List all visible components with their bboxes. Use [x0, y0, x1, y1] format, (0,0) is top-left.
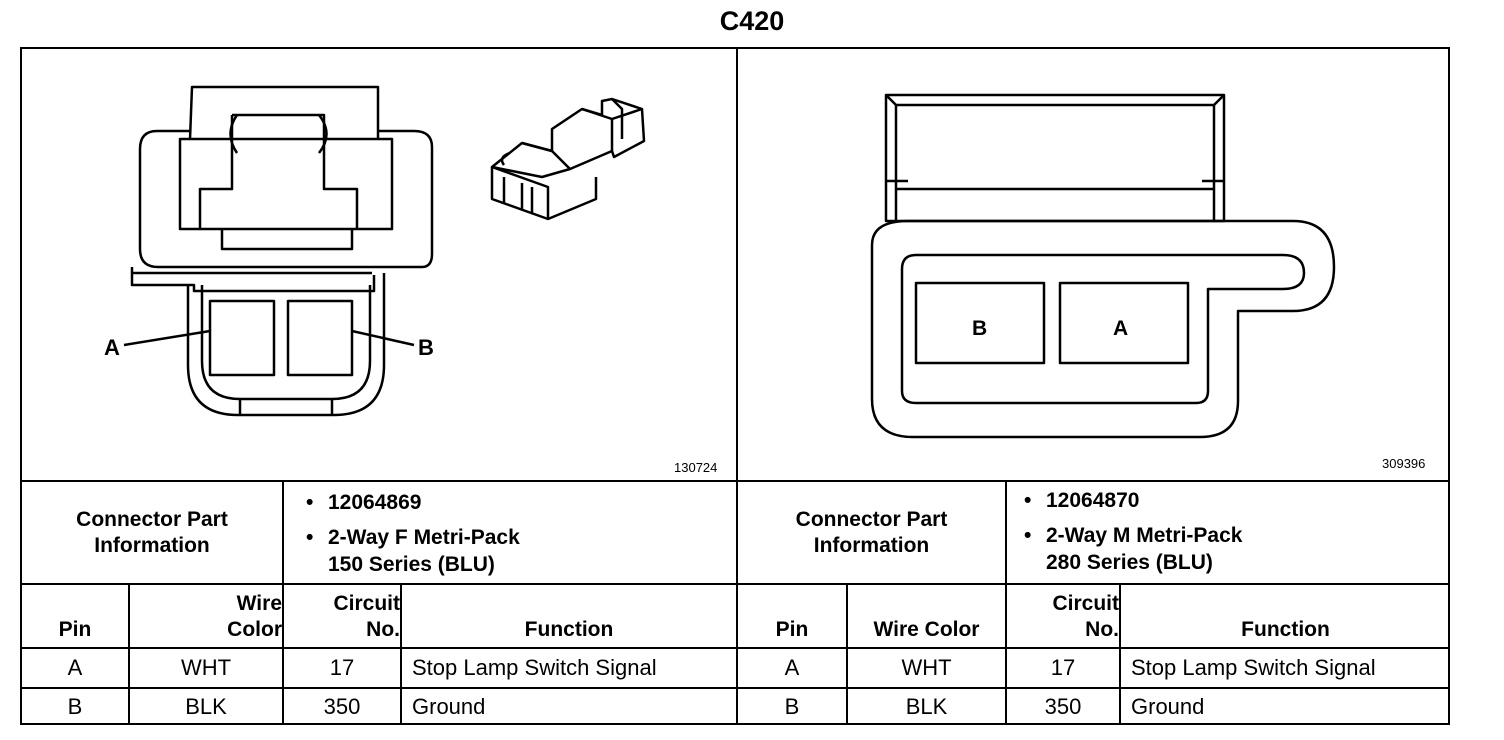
col-header-pin: Pin: [775, 618, 809, 641]
part-number: 12064870: [1022, 487, 1242, 514]
col-header-circuit: Circuit No.: [1007, 585, 1119, 647]
connector-part-info-label: Connector Part Information: [738, 482, 1005, 583]
header-line: Circuit: [333, 592, 400, 615]
header-line: No.: [1085, 618, 1119, 641]
cell-wire-color: WHT: [901, 655, 952, 680]
col-header-function: Function: [524, 618, 614, 641]
connector-title: C420: [719, 6, 785, 36]
cell-circuit: 350: [323, 694, 361, 719]
cell-function: Stop Lamp Switch Signal: [412, 655, 657, 680]
cell-wire-color: WHT: [180, 655, 232, 680]
connector-3d-view: [490, 97, 646, 221]
cell-function: Ground: [1131, 694, 1205, 719]
cell-function: Stop Lamp Switch Signal: [1131, 655, 1376, 680]
pin-label-b: B: [972, 317, 987, 340]
part-description: 2-Way M Metri-Pack: [1022, 522, 1242, 549]
cell-circuit: 17: [329, 655, 355, 680]
panel-divider: [736, 47, 738, 725]
figure-id: 130724: [674, 460, 718, 475]
header-row-divider: [20, 647, 1450, 649]
col-header-function: Function: [1241, 618, 1330, 641]
col-header-wire-color: Wire Color: [873, 618, 980, 641]
header-line: Color: [227, 618, 282, 641]
cell-pin: A: [67, 655, 83, 680]
col-line: [400, 584, 402, 725]
cell-wire-color: BLK: [185, 694, 227, 719]
part-info-list: 12064870 2-Way M Metri-Pack 280 Series (…: [1022, 487, 1242, 576]
cell-function: Ground: [412, 694, 486, 719]
header-line: Circuit: [1052, 592, 1119, 615]
col-header-circuit: Circuit No.: [284, 585, 400, 647]
label-line: Information: [94, 533, 210, 557]
partinfo-header-divider: [20, 583, 1450, 585]
part-description: 2-Way F Metri-Pack: [304, 524, 520, 551]
figure-id: 309396: [1382, 456, 1426, 471]
cell-circuit: 350: [1044, 694, 1082, 719]
part-series: 280 Series (BLU): [1046, 551, 1213, 574]
figure-table-divider: [20, 480, 1450, 482]
cell-wire-color: BLK: [905, 694, 948, 719]
part-number: 12064869: [304, 489, 520, 516]
row-divider: [20, 687, 1450, 689]
col-line: [282, 481, 284, 725]
label-line: Information: [813, 533, 930, 557]
col-line: [128, 584, 130, 725]
cell-pin: B: [784, 694, 800, 719]
header-line: No.: [366, 618, 400, 641]
col-line: [846, 584, 848, 725]
part-info-list: 12064869 2-Way F Metri-Pack 150 Series (…: [304, 489, 520, 578]
col-line: [1005, 481, 1007, 725]
pin-label-a: A: [104, 335, 120, 360]
pin-label-b: B: [418, 335, 434, 360]
male-connector-drawing: B A: [870, 93, 1336, 439]
part-series: 150 Series (BLU): [328, 553, 495, 576]
cell-pin: A: [784, 655, 800, 680]
cell-pin: B: [67, 694, 83, 719]
connector-sheet-frame: [20, 47, 1450, 725]
col-header-pin: Pin: [58, 618, 92, 641]
label-line: Connector Part: [795, 507, 948, 531]
cell-circuit: 17: [1050, 655, 1076, 680]
col-line: [1119, 584, 1121, 725]
pin-label-a: A: [1113, 317, 1128, 340]
label-line: Connector Part: [76, 507, 228, 531]
female-connector-drawing: A B: [104, 85, 646, 417]
connector-part-info-label: Connector Part Information: [22, 482, 282, 583]
header-line: Wire: [236, 592, 282, 615]
col-header-wire-color: Wire Color: [130, 585, 282, 647]
